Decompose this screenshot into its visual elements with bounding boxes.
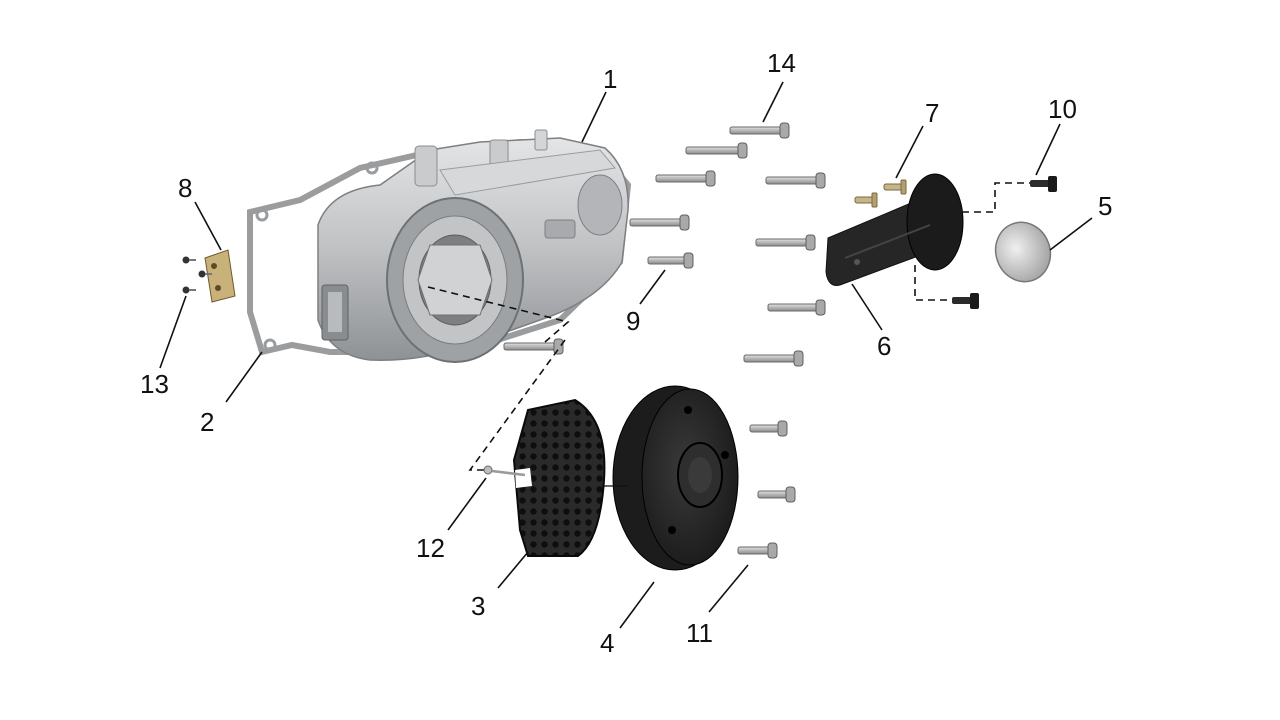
plate-part: [825, 173, 964, 286]
leader-2: [225, 351, 263, 403]
leader-9: [639, 269, 666, 305]
long-bolt-head: [553, 338, 564, 355]
alignment-line-plate-top: [962, 182, 1030, 213]
short-bolt-icon: [757, 486, 796, 503]
short-bolt-shaft: [737, 546, 771, 555]
leader-5: [1049, 217, 1093, 251]
long-bolt-head: [793, 350, 804, 367]
callout-1: 1: [603, 64, 617, 94]
long-bolt-shaft: [629, 218, 683, 227]
leader-4: [619, 581, 655, 629]
long-bolt-icon: [685, 142, 748, 159]
callout-9: 9: [626, 306, 640, 336]
short-bolt-head: [767, 542, 778, 559]
long-bolt-icon: [655, 170, 716, 187]
callout-3: 3: [471, 591, 485, 621]
callout-5: 5: [1098, 191, 1112, 221]
long-bolt-shaft: [743, 354, 797, 363]
alignment-line-filter: [468, 339, 566, 471]
short-bolt-icon: [749, 420, 788, 437]
callout-13: 13: [140, 369, 169, 399]
drum-part: [612, 385, 739, 571]
callout-8: 8: [178, 173, 192, 203]
long-bolt-shaft: [765, 176, 819, 185]
callout-2: 2: [200, 407, 214, 437]
brass-screws-part: [854, 179, 907, 208]
alignment-line-plate-bottom: [914, 265, 955, 301]
callout-14: 14: [767, 48, 796, 78]
long-bolt-head: [705, 170, 716, 187]
medium-bolt-head: [683, 252, 694, 269]
cap-part: [994, 221, 1052, 283]
short-bolt-shaft: [749, 424, 781, 433]
bracket-part: [204, 249, 236, 303]
leader-11: [708, 564, 749, 613]
leader-14: [762, 81, 784, 123]
short-bolt-icon: [737, 542, 778, 559]
long-bolt-icon: [767, 299, 826, 316]
callout-10: 10: [1048, 94, 1077, 124]
long-bolt-head: [815, 172, 826, 189]
long-bolt-head: [737, 142, 748, 159]
callout-7: 7: [925, 98, 939, 128]
medium-bolt-shaft: [647, 256, 687, 265]
long-bolt-head: [815, 299, 826, 316]
cover-part: [317, 129, 629, 363]
callout-6: 6: [877, 331, 891, 361]
small-screws-part: [182, 256, 212, 294]
long-bolt-shaft: [755, 238, 809, 247]
filter-part: [512, 398, 606, 557]
leader-10: [1035, 123, 1061, 176]
callout-12: 12: [416, 533, 445, 563]
short-bolt-shaft: [757, 490, 789, 499]
bolts-group: [503, 122, 826, 559]
short-bolt-head: [785, 486, 796, 503]
callout-11: 11: [686, 618, 713, 648]
medium-bolt-icon: [647, 252, 694, 269]
leader-1: [581, 91, 607, 143]
long-bolt-icon: [743, 350, 804, 367]
long-bolt-shaft: [655, 174, 709, 183]
leader-13: [159, 295, 187, 369]
long-bolt-shaft: [685, 146, 741, 155]
leader-7: [895, 125, 924, 179]
long-bolt-shaft: [503, 342, 557, 351]
long-bolt-head: [779, 122, 790, 139]
long-bolt-icon: [755, 234, 816, 251]
long-bolt-icon: [765, 172, 826, 189]
long-bolt-head: [679, 214, 690, 231]
black-screws-part: [952, 176, 1057, 309]
leader-6: [851, 283, 883, 331]
long-bolt-icon: [629, 214, 690, 231]
long-bolt-icon: [503, 338, 564, 355]
long-screw-part: [483, 465, 526, 477]
leader-3: [497, 551, 529, 589]
short-bolt-head: [777, 420, 788, 437]
long-bolt-shaft: [767, 303, 819, 312]
long-bolt-icon: [729, 122, 790, 139]
callout-4: 4: [600, 628, 614, 658]
long-bolt-shaft: [729, 126, 783, 135]
leader-8: [194, 201, 222, 251]
leader-12: [447, 477, 487, 531]
long-bolt-head: [805, 234, 816, 251]
alignment-line-cover: [427, 286, 570, 343]
